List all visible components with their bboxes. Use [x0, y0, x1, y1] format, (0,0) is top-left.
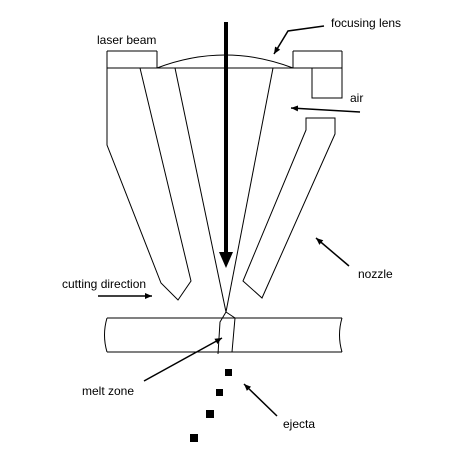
label-melt-zone: melt zone [82, 384, 134, 398]
ejecta-particle [216, 389, 223, 396]
melt-zone-leader [143, 337, 223, 382]
ejecta-particle [225, 369, 232, 376]
workpiece [104, 317, 343, 353]
label-laser-beam: laser beam [97, 33, 156, 47]
ejecta-particle [190, 434, 198, 442]
ejecta-particles [190, 369, 232, 442]
air-arrow [290, 105, 361, 113]
label-cutting-direction: cutting direction [62, 277, 146, 291]
label-focusing-lens: focusing lens [331, 16, 401, 30]
label-ejecta: ejecta [283, 417, 315, 431]
label-nozzle: nozzle [358, 267, 393, 281]
label-air: air [350, 91, 363, 105]
ejecta-particle [206, 410, 214, 418]
leader-arrows [98, 25, 361, 417]
ejecta-leader [243, 383, 278, 417]
focusing-lens-leader [273, 25, 325, 55]
laser-beam-arrow [219, 22, 233, 268]
nozzle-leader [315, 237, 350, 267]
